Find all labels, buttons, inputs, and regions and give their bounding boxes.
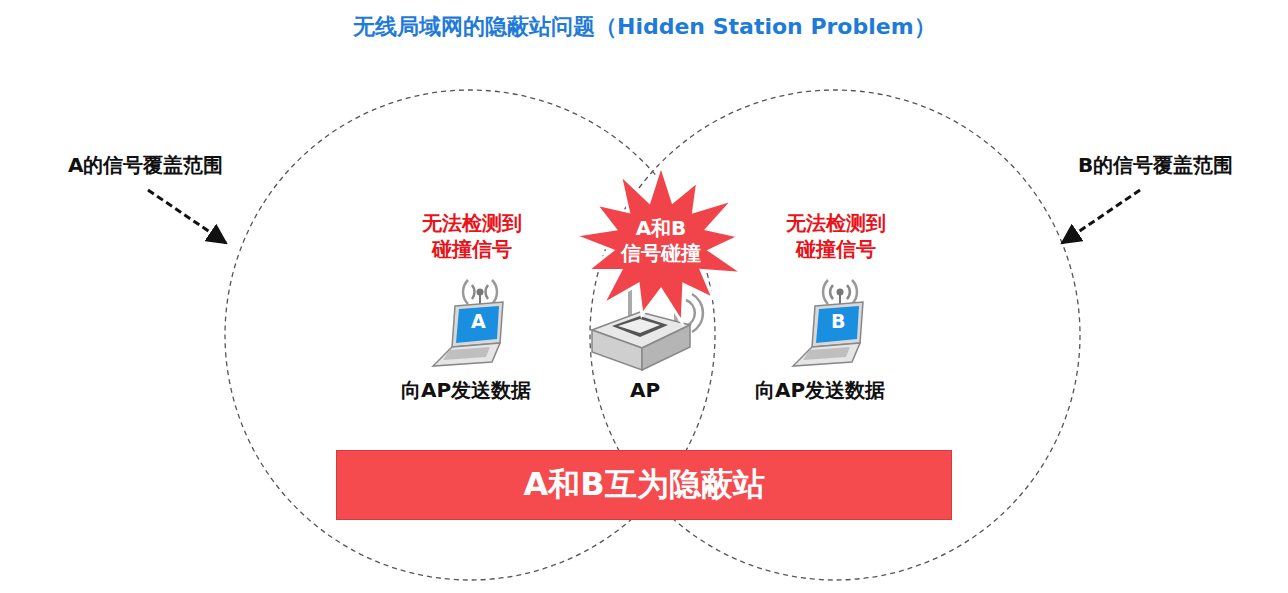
diagram-title: 无线局域网的隐蔽站问题（Hidden Station Problem） [353, 12, 936, 42]
node-text: A和B互为隐蔽站 [523, 463, 764, 507]
warning-text: 无法检测到 碰撞信号 [407, 210, 537, 262]
node-text: A和B 信号碰撞 [611, 216, 711, 266]
device-label: AP [630, 378, 660, 402]
laptop-icon [433, 280, 503, 366]
coverage-label: A的信号覆盖范围 [68, 152, 223, 179]
leader-arrow [148, 190, 226, 243]
action-label: 向AP发送数据 [755, 377, 885, 404]
warning-text: 无法检测到 碰撞信号 [771, 210, 901, 262]
burst-outline [574, 165, 744, 323]
laptop-icon [793, 280, 863, 366]
result-band: A和B互为隐蔽站 [336, 450, 952, 520]
leader-arrow [1062, 190, 1140, 243]
screen-letter: A [471, 310, 486, 332]
screen-letter: B [831, 310, 845, 332]
action-label: 向AP发送数据 [401, 377, 531, 404]
coverage-label: B的信号覆盖范围 [1078, 152, 1233, 179]
collision-burst: A和B 信号碰撞 [570, 156, 752, 326]
band-fill [337, 451, 952, 520]
